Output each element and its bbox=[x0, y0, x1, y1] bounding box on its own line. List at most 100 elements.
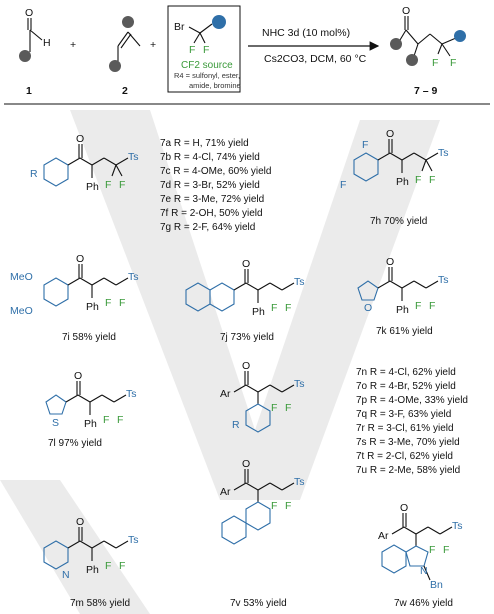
svg-text:Ts: Ts bbox=[294, 276, 305, 288]
svg-text:F: F bbox=[271, 402, 277, 414]
structure-7m bbox=[43, 527, 129, 570]
svg-text:N: N bbox=[62, 569, 70, 581]
svg-text:Ph: Ph bbox=[396, 304, 409, 316]
svg-text:F: F bbox=[285, 500, 291, 512]
structure-7i bbox=[43, 264, 129, 307]
svg-text:F: F bbox=[203, 44, 209, 56]
yield-7f: 7f R = 2-OH, 50% yield bbox=[160, 208, 263, 219]
svg-text:Ph: Ph bbox=[396, 176, 409, 188]
svg-text:F: F bbox=[429, 544, 435, 556]
svg-text:Ph: Ph bbox=[84, 418, 97, 430]
svg-text:Ph: Ph bbox=[86, 564, 99, 576]
aldehyde-o: O bbox=[25, 7, 33, 19]
svg-text:Ar: Ar bbox=[378, 530, 389, 542]
svg-text:F: F bbox=[119, 297, 125, 309]
svg-text:F: F bbox=[285, 302, 291, 314]
cf2-source-box bbox=[167, 5, 241, 93]
svg-text:Ts: Ts bbox=[128, 271, 139, 283]
yield-7k: 7k 61% yield bbox=[376, 326, 433, 337]
yield-7w: 7w 46% yield bbox=[394, 598, 453, 609]
yield-7u: 7u R = 2-Me, 58% yield bbox=[356, 465, 460, 476]
svg-text:Ts: Ts bbox=[128, 534, 139, 546]
svg-text:O: O bbox=[242, 458, 250, 470]
yield-7d: 7d R = 3-Br, 52% yield bbox=[160, 180, 260, 191]
svg-text:R: R bbox=[30, 168, 38, 180]
reagent-conditions: NHC 3d (10 mol%) bbox=[262, 27, 350, 39]
svg-text:Ts: Ts bbox=[452, 520, 463, 532]
structure-7l bbox=[45, 381, 127, 415]
cf2-note-2: amide, bromine bbox=[189, 81, 241, 90]
svg-text:N: N bbox=[420, 565, 428, 577]
cf2-source-label: CF2 source bbox=[181, 60, 233, 71]
svg-text:F: F bbox=[285, 402, 291, 414]
svg-text:O: O bbox=[386, 256, 394, 268]
yield-7o: 7o R = 4-Br, 52% yield bbox=[356, 381, 456, 392]
svg-text:F: F bbox=[189, 44, 195, 56]
yield-7l: 7l 97% yield bbox=[48, 438, 102, 449]
svg-text:MeO: MeO bbox=[10, 305, 33, 317]
r4-group bbox=[212, 15, 226, 29]
svg-text:R: R bbox=[232, 419, 240, 431]
svg-text:Ts: Ts bbox=[438, 147, 449, 159]
svg-text:F: F bbox=[432, 57, 438, 69]
svg-text:F: F bbox=[429, 300, 435, 312]
yield-7r: 7r R = 3-Cl, 61% yield bbox=[356, 423, 454, 434]
structure-7w bbox=[381, 513, 453, 581]
yield-7p: 7p R = 4-OMe, 33% yield bbox=[356, 395, 468, 406]
svg-text:O: O bbox=[76, 133, 84, 145]
yield-7b: 7b R = 4-Cl, 74% yield bbox=[160, 152, 260, 163]
yield-7j: 7j 73% yield bbox=[220, 332, 274, 343]
structure-7k bbox=[357, 267, 439, 301]
svg-text:Ts: Ts bbox=[438, 274, 449, 286]
svg-text:O: O bbox=[242, 258, 250, 270]
yield-7e: 7e R = 3-Me, 72% yield bbox=[160, 194, 264, 205]
svg-text:F: F bbox=[103, 414, 109, 426]
svg-text:Bn: Bn bbox=[430, 579, 443, 591]
solvent-conditions: Cs2CO3, DCM, 60 °C bbox=[264, 53, 367, 65]
yield-7c: 7c R = 4-OMe, 60% yield bbox=[160, 166, 271, 177]
svg-text:Ph: Ph bbox=[86, 181, 99, 193]
svg-text:Ts: Ts bbox=[294, 378, 305, 390]
svg-text:O: O bbox=[364, 302, 372, 314]
svg-text:F: F bbox=[443, 544, 449, 556]
svg-text:F: F bbox=[415, 300, 421, 312]
watermark bbox=[0, 110, 440, 614]
yield-7h: 7h 70% yield bbox=[370, 216, 427, 227]
plus-1: + bbox=[70, 39, 76, 51]
svg-text:F: F bbox=[119, 560, 125, 572]
svg-text:O: O bbox=[400, 502, 408, 514]
svg-text:Br: Br bbox=[174, 21, 185, 33]
svg-text:O: O bbox=[76, 253, 84, 265]
structure-7v bbox=[221, 469, 295, 545]
svg-text:O: O bbox=[76, 516, 84, 528]
svg-text:F: F bbox=[105, 297, 111, 309]
svg-text:F: F bbox=[117, 414, 123, 426]
product-range-label: 7 – 9 bbox=[414, 85, 438, 97]
alkene-structure bbox=[109, 16, 141, 72]
svg-text:Ts: Ts bbox=[128, 151, 139, 163]
svg-text:Ar: Ar bbox=[220, 486, 231, 498]
svg-text:F: F bbox=[271, 302, 277, 314]
svg-text:Ts: Ts bbox=[126, 388, 137, 400]
svg-text:Ph: Ph bbox=[252, 306, 265, 318]
structure-7a-7g bbox=[43, 144, 129, 187]
yield-7i: 7i 58% yield bbox=[62, 332, 116, 343]
yield-7g: 7g R = 2-F, 64% yield bbox=[160, 222, 255, 233]
svg-text:F: F bbox=[450, 57, 456, 69]
aldehyde-h: H bbox=[43, 37, 51, 49]
yield-7a: 7a R = H, 71% yield bbox=[160, 138, 249, 149]
yield-7n: 7n R = 4-Cl, 62% yield bbox=[356, 367, 456, 378]
svg-text:F: F bbox=[362, 139, 368, 151]
plus-2: + bbox=[150, 39, 156, 51]
svg-text:O: O bbox=[242, 360, 250, 372]
svg-text:F: F bbox=[429, 174, 435, 186]
cf2-note-1: R4 = sulfonyl, ester, bbox=[174, 71, 240, 80]
yield-7v: 7v 53% yield bbox=[230, 598, 287, 609]
compound-1-label: 1 bbox=[26, 85, 32, 97]
svg-text:F: F bbox=[271, 500, 277, 512]
svg-text:F: F bbox=[340, 179, 346, 191]
svg-text:S: S bbox=[52, 417, 59, 429]
yield-7q: 7q R = 3-F, 63% yield bbox=[356, 409, 451, 420]
svg-text:Ar: Ar bbox=[220, 388, 231, 400]
svg-text:Ph: Ph bbox=[86, 301, 99, 313]
